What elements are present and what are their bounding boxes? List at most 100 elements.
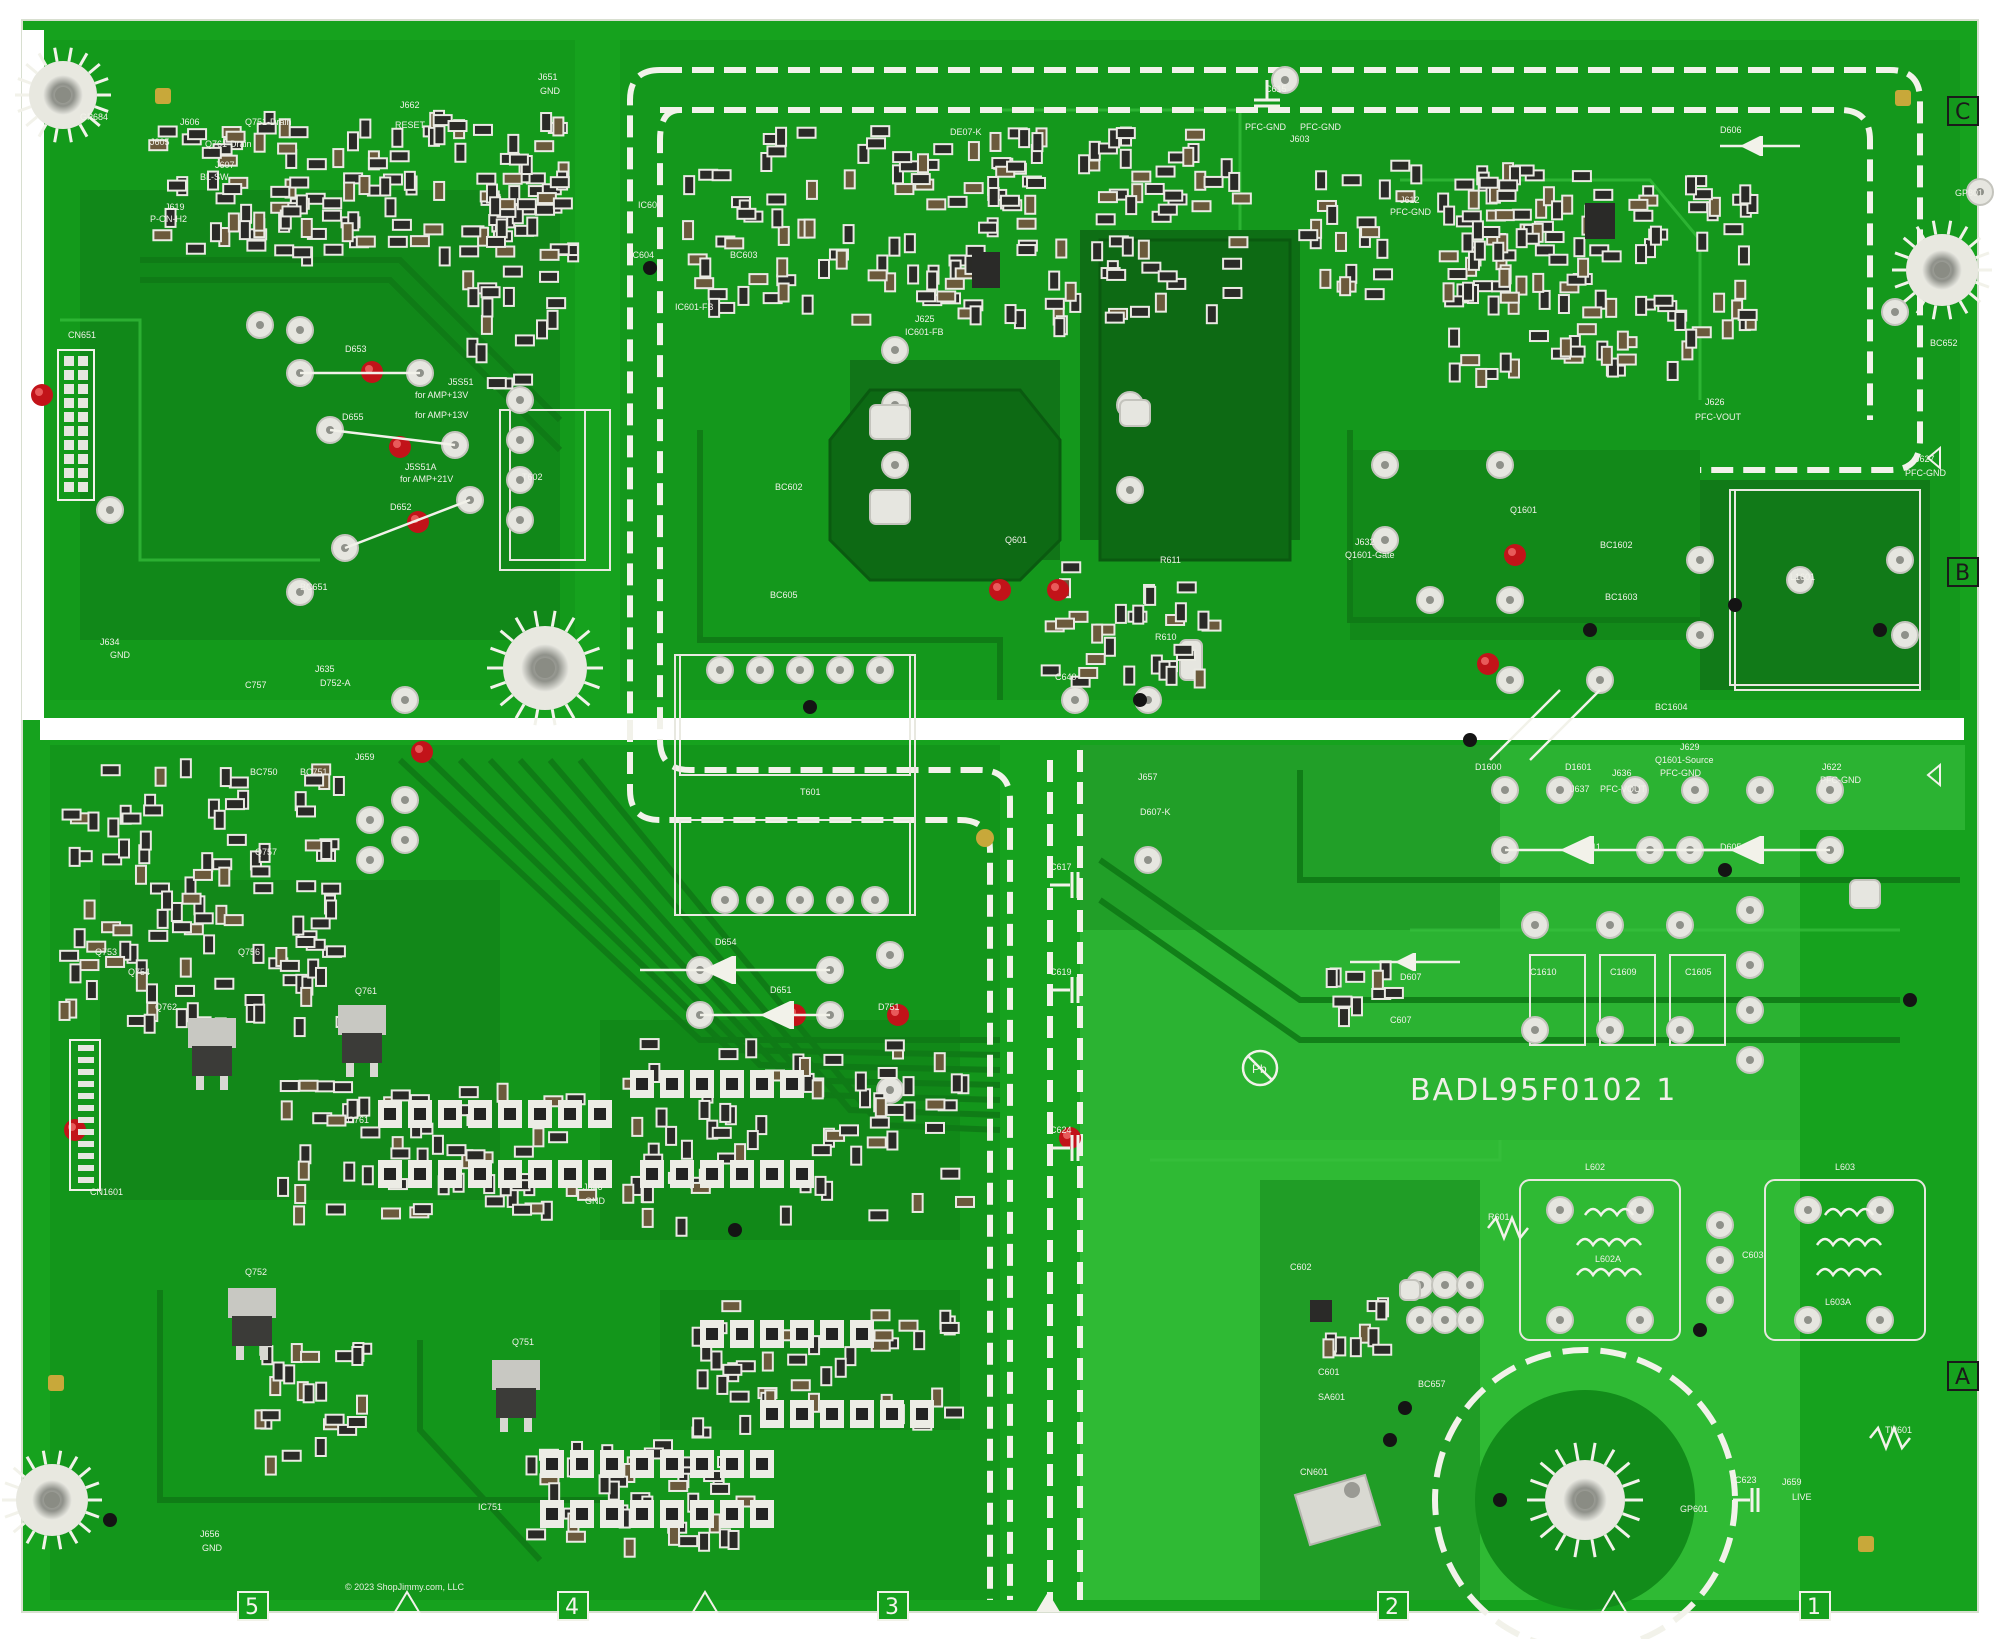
label-bottom-left-12: GND (585, 1196, 606, 1206)
label-top-right-3: J603 (1290, 134, 1310, 144)
label-top-left-14: D653 (345, 344, 367, 354)
label-top-left-11: J651 (538, 72, 558, 82)
connector-cn651 (57, 349, 95, 501)
label-bottom-right-23: C601 (1318, 1367, 1340, 1377)
label-bottom-right-22: C602 (1290, 1262, 1312, 1272)
label-bottom-right-26: CN601 (1300, 1467, 1328, 1477)
label-bottom-center-8: J657 (1138, 772, 1158, 782)
label-top-center-4: DE07-K (950, 127, 982, 137)
label-bottom-right-8: D1600 (1475, 762, 1502, 772)
label-top-center-3: BC603 (730, 250, 758, 260)
label-bottom-right-14: C1610 (1530, 967, 1557, 977)
part-number: BADL95F0102 1 (1410, 1073, 1677, 1108)
label-bottom-left-9: IC761 (345, 1115, 369, 1125)
edge-markers-bottom: 5 4 3 2 1 (237, 445, 1941, 1621)
label-top-left-17: D655 (342, 412, 364, 422)
label-bottom-center-5: C619 (1050, 967, 1072, 977)
label-top-left-9: J662 (400, 100, 420, 110)
edge-marker-2: 2 (1385, 1595, 1399, 1620)
label-bottom-left-3: Q757 (255, 847, 277, 857)
ics (972, 203, 1615, 1322)
label-bottom-left-0: J659 (355, 752, 375, 762)
label-top-left-4: Q761-Drain (205, 139, 252, 149)
pads (96, 66, 1994, 1334)
label-top-center-8: BC605 (770, 590, 798, 600)
label-bottom-right-29: J659 (1782, 1477, 1802, 1487)
label-bottom-right-9: D1601 (1565, 762, 1592, 772)
label-top-left-0: GP684 (80, 112, 108, 122)
label-top-right-18: L1601 (1790, 572, 1815, 582)
label-bottom-left-14: Q751 (512, 1337, 534, 1347)
label-bottom-left-15: IC751 (478, 1502, 502, 1512)
label-top-left-3: J605 (150, 137, 170, 147)
label-bottom-right-16: C1605 (1685, 967, 1712, 977)
label-top-left-16: for AMP+13V (415, 390, 468, 400)
label-top-left-8: P-ON-H2 (150, 214, 187, 224)
board-slot-left (22, 30, 44, 720)
label-top-right-6: PFC-GND (1390, 207, 1431, 217)
label-top-right-10: PFC-VOUT (1695, 412, 1742, 422)
label-bottom-right-6: J637 (1570, 784, 1590, 794)
label-bottom-left-10: CN1601 (90, 1187, 123, 1197)
label-top-left-20: for AMP+21V (400, 474, 453, 484)
power-transistors (188, 1005, 540, 1432)
mounting-holes (2, 47, 1992, 1639)
label-bottom-left-8: Q762 (155, 1002, 177, 1012)
label-top-center-2: IC601-FB (675, 302, 714, 312)
label-top-left-6: BL-SW (200, 172, 229, 182)
label-top-right-17: BC1603 (1605, 592, 1638, 602)
label-bottom-right-15: C1609 (1610, 967, 1637, 977)
edge-markers-right: C B A (1947, 96, 1979, 1391)
label-top-left-27: C757 (245, 680, 267, 690)
label-top-right-0: C615 (1265, 84, 1287, 94)
label-top-right-1: PFC-GND (1245, 122, 1286, 132)
smd-components (58, 109, 1759, 1558)
label-bottom-center-1: D654 (715, 937, 737, 947)
edge-marker-a: A (1955, 1365, 1970, 1390)
label-top-right-14: Q1601-Gate (1345, 550, 1395, 560)
label-top-center-10: R611 (1160, 555, 1181, 565)
label-bottom-left-2: BC751 (300, 767, 328, 777)
label-top-center-7: BC602 (775, 482, 803, 492)
red-solder-spots (31, 261, 1917, 1527)
label-top-center-0: IC603 (638, 200, 662, 210)
label-top-right-2: PFC-GND (1300, 122, 1341, 132)
label-top-right-7: GP801 (1955, 188, 1983, 198)
label-top-right-16: BC1602 (1600, 540, 1633, 550)
label-bottom-left-1: BC750 (250, 767, 278, 777)
copyright-credit: © 2023 ShopJimmy.com, LLC (345, 1582, 465, 1592)
label-top-left-26: D752-A (320, 678, 351, 688)
label-bottom-right-5: PFC-GND (1820, 775, 1861, 785)
label-bottom-right-11: D605 (1720, 842, 1742, 852)
label-bottom-left-16: J656 (200, 1529, 220, 1539)
label-top-left-23: J634 (100, 637, 120, 647)
label-bottom-right-17: L602 (1585, 1162, 1605, 1172)
label-bottom-center-2: D651 (770, 985, 792, 995)
diode-wires (300, 144, 1830, 1017)
label-bottom-left-13: Q752 (245, 1267, 267, 1277)
label-bottom-right-28: GP601 (1680, 1504, 1708, 1514)
board-slot-horizontal (40, 718, 1964, 740)
label-top-right-5: J612 (1400, 195, 1420, 205)
label-bottom-right-2: J636 (1612, 768, 1632, 778)
edge-marker-3: 3 (885, 1595, 899, 1620)
label-top-center-6: IC601-FB (905, 327, 944, 337)
label-bottom-left-7: Q761 (355, 986, 377, 996)
label-top-left-5: J607 (215, 160, 235, 170)
connector-cn1601 (69, 1039, 101, 1191)
label-top-left-15: J5S51 (448, 377, 474, 387)
edge-marker-4: 4 (565, 1595, 579, 1620)
label-bottom-left-17: GND (202, 1543, 223, 1553)
label-top-center-5: J625 (915, 314, 935, 324)
label-bottom-right-27: C623 (1735, 1475, 1757, 1485)
label-bottom-right-31: TH601 (1885, 1425, 1912, 1435)
label-bottom-right-24: BC657 (1418, 1379, 1446, 1389)
label-top-left-7: J619 (165, 202, 185, 212)
edge-marker-c: C (1955, 100, 1970, 125)
label-bottom-right-0: J629 (1680, 742, 1700, 752)
label-top-left-1: J606 (180, 117, 200, 127)
edge-marker-b: B (1955, 561, 1970, 586)
label-top-right-12: PFC-GND (1905, 468, 1946, 478)
